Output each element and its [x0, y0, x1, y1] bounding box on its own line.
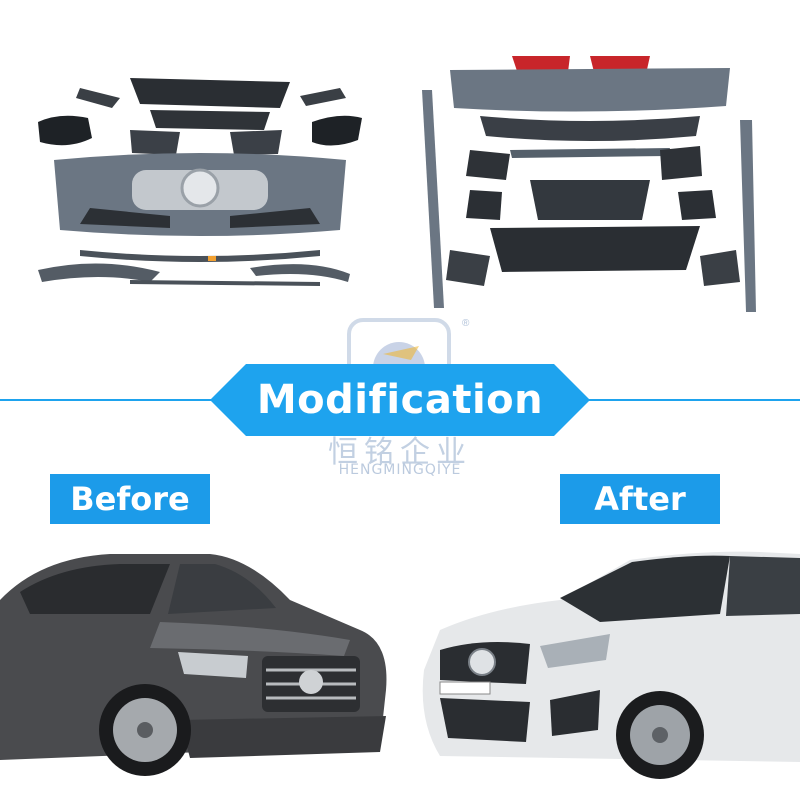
before-label: Before: [50, 474, 210, 524]
watermark-chinese: 恒铭企业: [328, 435, 472, 470]
after-label: After: [560, 474, 720, 524]
title-banner: [210, 364, 590, 436]
watermark-english: HENGMINGQIYE: [338, 462, 462, 478]
front-bumper-kit-image: [38, 78, 362, 286]
banner-title: Modification: [256, 377, 544, 423]
car-after-image: [422, 551, 800, 779]
car-before-image: [0, 554, 387, 776]
registered-mark: ®: [462, 318, 470, 329]
rear-bumper-kit-image: [422, 56, 756, 312]
